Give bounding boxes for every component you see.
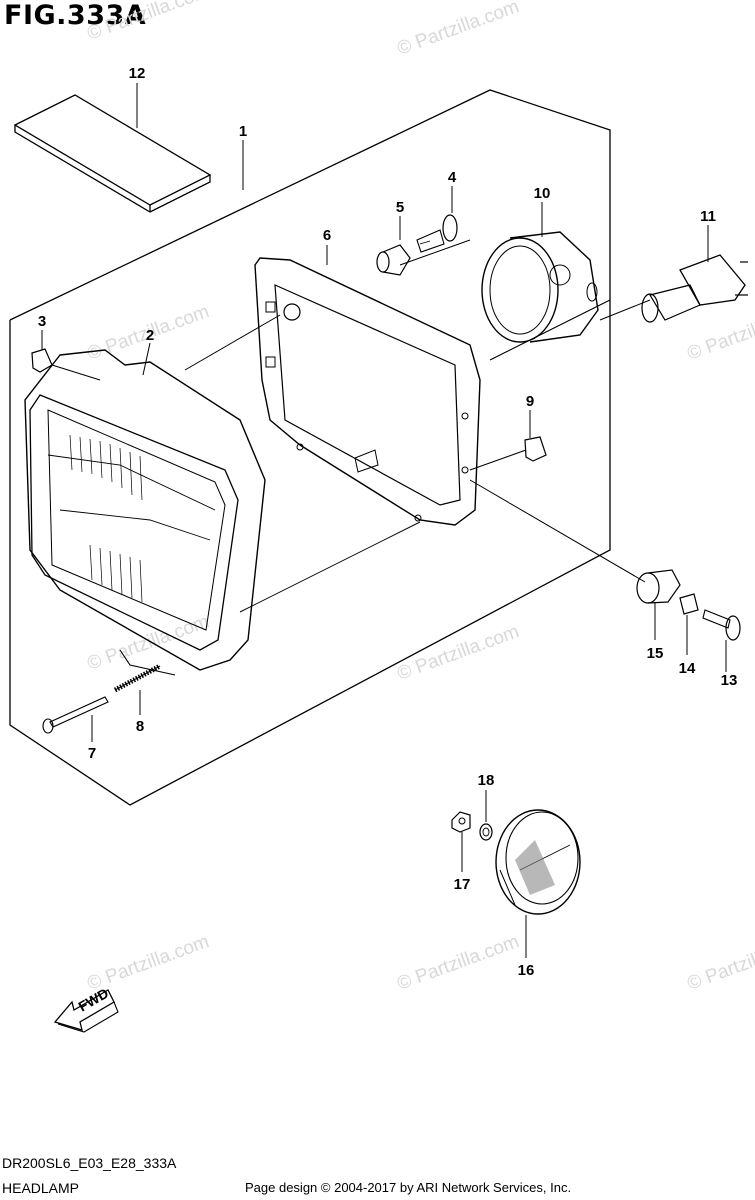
callout-17: 17 [454, 876, 471, 893]
leader-lines [41, 83, 727, 958]
part-8-spring [113, 663, 162, 693]
watermark: © Partzilla.com [395, 0, 522, 60]
part-15-grommet [636, 569, 681, 604]
part-14-collar [679, 593, 699, 615]
figure-title: FIG.333A [4, 0, 147, 31]
part-18-washer [479, 823, 493, 841]
watermark-layer: © Partzilla.com © Partzilla.com © Partzi… [85, 0, 755, 995]
assembly-outline [9, 89, 611, 806]
callout-1: 1 [239, 123, 247, 140]
watermark: © Partzilla.com [85, 931, 212, 995]
part-10-socket-cover [481, 231, 599, 343]
part-13-bolt [702, 609, 741, 641]
fwd-arrow-icon: FWD [53, 985, 119, 1033]
part-3-clip-nut [31, 348, 53, 373]
callout-7: 7 [88, 745, 96, 762]
callout-10: 10 [534, 185, 551, 202]
callout-12: 12 [129, 65, 146, 82]
callout-9: 9 [526, 393, 534, 410]
callout-3: 3 [38, 313, 46, 330]
callout-5: 5 [396, 199, 404, 216]
part-6-rim-frame [254, 257, 481, 526]
callout-2: 2 [146, 327, 154, 344]
part-16-reflector [495, 809, 581, 915]
part-12-pad [13, 94, 212, 213]
callout-4: 4 [448, 169, 457, 186]
watermark: © Partzilla.com [685, 931, 755, 995]
part-4-screw [416, 214, 458, 253]
watermark: © Partzilla.com [685, 301, 755, 365]
callout-11: 11 [700, 208, 716, 225]
diagram-code: DR200SL6_E03_E28_333A [2, 1155, 177, 1171]
callout-14: 14 [679, 660, 696, 677]
part-7-screw [42, 696, 109, 734]
part-11-bulb [641, 254, 748, 323]
callout-15: 15 [647, 645, 664, 662]
assembly-outline-step [489, 299, 611, 361]
callout-13: 13 [721, 672, 738, 689]
callout-labels: 12 1 2 3 5 4 6 10 11 9 15 14 13 7 8 18 1… [38, 65, 738, 979]
page-credit: Page design © 2004-2017 by ARI Network S… [245, 1180, 572, 1195]
part-5-grommet [376, 244, 411, 276]
watermark: © Partzilla.com [85, 0, 212, 45]
callout-6: 6 [323, 227, 331, 244]
section-name: HEADLAMP [2, 1180, 80, 1196]
callout-16: 16 [518, 962, 535, 979]
part-17-nut [451, 811, 471, 833]
part-9-clip-nut [524, 436, 547, 462]
callout-18: 18 [478, 772, 495, 789]
watermark: © Partzilla.com [395, 931, 522, 995]
part-2-headlamp-unit [24, 349, 266, 676]
callout-8: 8 [136, 718, 144, 735]
